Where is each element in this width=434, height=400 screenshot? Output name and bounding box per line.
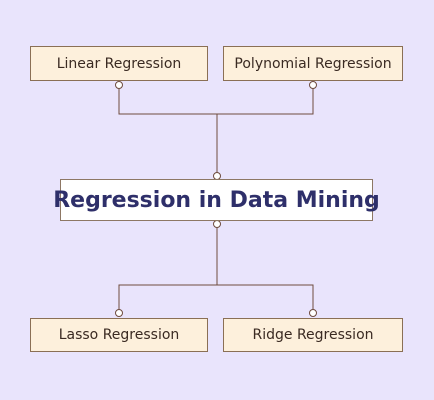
node-ridge-regression: Ridge Regression	[223, 318, 403, 352]
connector-center-to-ridge	[217, 284, 314, 313]
node-label: Linear Regression	[56, 55, 182, 72]
connector-dot-lasso	[115, 309, 123, 317]
node-label: Polynomial Regression	[234, 55, 392, 72]
connector-dot-ridge	[309, 309, 317, 317]
node-polynomial-regression: Polynomial Regression	[223, 46, 403, 81]
connector-polynomial-to-center	[217, 85, 314, 115]
node-linear-regression: Linear Regression	[30, 46, 208, 81]
connector-dot-center-bottom	[213, 220, 221, 228]
node-label: Lasso Regression	[58, 327, 180, 343]
node-label: Ridge Regression	[252, 327, 374, 343]
connector-dot-linear	[115, 81, 123, 89]
node-regression-in-data-mining: Regression in Data Mining	[53, 179, 380, 221]
connector-linear-to-center	[118, 85, 218, 176]
node-lasso-regression: Lasso Regression	[30, 318, 208, 352]
connector-center-to-lasso	[118, 224, 218, 313]
center-title: Regression in Data Mining	[53, 187, 380, 213]
connector-dot-polynomial	[309, 81, 317, 89]
